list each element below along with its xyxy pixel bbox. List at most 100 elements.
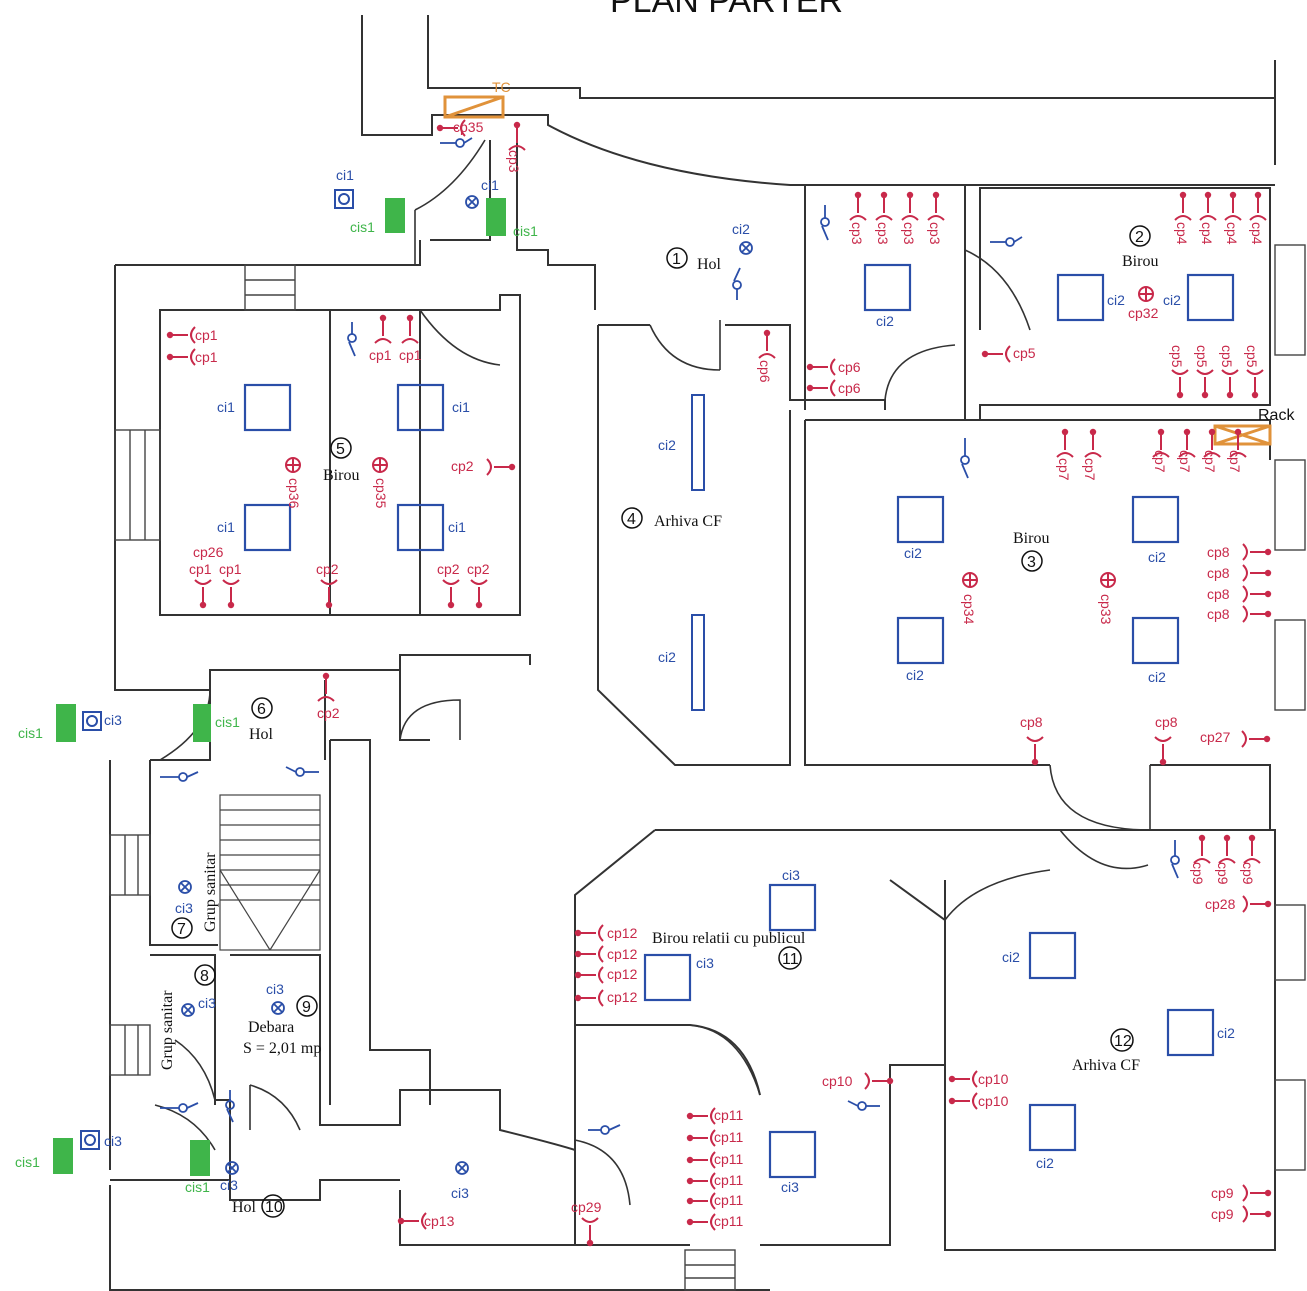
svg-text:Birou: Birou xyxy=(323,467,359,484)
ci-label: ci2 xyxy=(1148,549,1166,565)
svg-text:cp13: cp13 xyxy=(424,1213,455,1229)
svg-text:cp8: cp8 xyxy=(1020,714,1043,730)
socket-5 xyxy=(927,191,945,221)
socket-22 xyxy=(486,458,516,476)
walls xyxy=(109,15,1276,1291)
socket-28 xyxy=(317,672,335,702)
socket-labels: cp35 cp1 cp1 cp1 cp1 cp2 cp26 cp1 cp1 cp… xyxy=(189,119,1236,1229)
socket-44 xyxy=(1243,834,1261,864)
socket-47 xyxy=(574,945,604,963)
svg-text:cp7: cp7 xyxy=(1202,450,1218,473)
svg-text:cp2: cp2 xyxy=(317,705,340,721)
socket-labels-rotated: cp3 cp3 cp3 cp3 cp3 cp4 cp4 cp4 cp4 cp5 … xyxy=(286,150,1265,885)
floor-outlets xyxy=(285,286,1154,588)
socket-15 xyxy=(806,358,836,376)
svg-text:5: 5 xyxy=(336,441,345,458)
svg-text:cp33: cp33 xyxy=(1098,594,1114,625)
socket-54 xyxy=(686,1129,716,1147)
socket-38 xyxy=(1242,605,1272,623)
tc-label: TC xyxy=(492,79,511,95)
socket-9 xyxy=(1249,191,1267,221)
svg-text:cp9: cp9 xyxy=(1215,862,1231,885)
svg-text:Grup sanitar: Grup sanitar xyxy=(159,990,176,1070)
svg-text:cp4: cp4 xyxy=(1174,222,1190,245)
svg-text:cp5: cp5 xyxy=(1194,345,1210,368)
svg-text:Birou: Birou xyxy=(1122,253,1158,270)
ci-label: ci2 xyxy=(1036,1155,1054,1171)
svg-text:Arhiva CF: Arhiva CF xyxy=(654,513,722,530)
svg-text:Arhiva CF: Arhiva CF xyxy=(1072,1057,1140,1074)
socket-12 xyxy=(1221,369,1239,399)
svg-text:cp7: cp7 xyxy=(1082,458,1098,481)
socket-18 xyxy=(166,326,196,344)
svg-text:cp8: cp8 xyxy=(1207,586,1230,602)
socket-11 xyxy=(1196,369,1214,399)
ci-label: ci3 xyxy=(104,1133,122,1149)
socket-60 xyxy=(581,1217,599,1247)
svg-text:Hol: Hol xyxy=(697,256,722,273)
svg-text:6: 6 xyxy=(257,701,266,718)
socket-34 xyxy=(1229,428,1247,458)
ci-label: ci1 xyxy=(448,519,466,535)
socket-14 xyxy=(981,345,1011,363)
ci-label: ci1 xyxy=(336,167,354,183)
socket-7 xyxy=(1199,191,1217,221)
svg-text:cp4: cp4 xyxy=(1224,222,1240,245)
socket-2 xyxy=(849,191,867,221)
svg-text:cp7: cp7 xyxy=(1152,450,1168,473)
point-lights xyxy=(178,195,753,1175)
socket-42 xyxy=(1193,834,1211,864)
svg-text:cp3: cp3 xyxy=(927,222,943,245)
svg-text:8: 8 xyxy=(200,968,209,985)
ceiling-lights xyxy=(243,263,1235,1179)
ci-label: ci1 xyxy=(217,399,235,415)
socket-24 xyxy=(222,579,240,609)
socket-40 xyxy=(1154,736,1172,766)
socket-37 xyxy=(1242,585,1272,603)
svg-text:cp3: cp3 xyxy=(506,150,522,173)
ci-label: ci2 xyxy=(1217,1025,1235,1041)
svg-text:cp5: cp5 xyxy=(1244,345,1260,368)
socket-20 xyxy=(374,314,392,344)
socket-16 xyxy=(806,379,836,397)
svg-text:cp11: cp11 xyxy=(714,1213,744,1229)
svg-text:3: 3 xyxy=(1027,554,1036,571)
ci-label: ci2 xyxy=(1107,292,1125,308)
staircase xyxy=(219,794,321,951)
svg-text:cp28: cp28 xyxy=(1205,896,1236,912)
svg-text:cp10: cp10 xyxy=(978,1093,1009,1109)
socket-8 xyxy=(1224,191,1242,221)
svg-text:7: 7 xyxy=(177,921,186,938)
svg-text:Birou: Birou xyxy=(1013,530,1049,547)
svg-text:cp9: cp9 xyxy=(1211,1185,1234,1201)
svg-text:cp9: cp9 xyxy=(1190,862,1206,885)
socket-41 xyxy=(1241,730,1271,748)
svg-text:cp12: cp12 xyxy=(607,966,638,982)
svg-text:Debara: Debara xyxy=(248,1019,294,1036)
svg-text:cp8: cp8 xyxy=(1207,565,1230,581)
room-3: Birou 3 xyxy=(1013,530,1049,572)
svg-text:cp3: cp3 xyxy=(849,222,865,245)
svg-text:cp2: cp2 xyxy=(467,561,490,577)
svg-text:cp9: cp9 xyxy=(1240,862,1256,885)
socket-56 xyxy=(686,1172,716,1190)
svg-text:cp11: cp11 xyxy=(714,1192,744,1208)
ci-label: ci3 xyxy=(696,955,714,971)
socket-30 xyxy=(1084,428,1102,458)
socket-1 xyxy=(508,121,526,151)
svg-text:cp11: cp11 xyxy=(714,1172,744,1188)
svg-text:1: 1 xyxy=(672,251,681,268)
socket-43 xyxy=(1218,834,1236,864)
plan-title: PLAN PARTER xyxy=(610,0,843,20)
svg-text:cp1: cp1 xyxy=(369,347,392,363)
ci-label: ci1 xyxy=(481,177,499,193)
ci-label: ci3 xyxy=(781,1179,799,1195)
svg-text:Hol: Hol xyxy=(249,726,274,743)
svg-text:cp12: cp12 xyxy=(607,946,638,962)
sockets xyxy=(166,119,1272,1247)
